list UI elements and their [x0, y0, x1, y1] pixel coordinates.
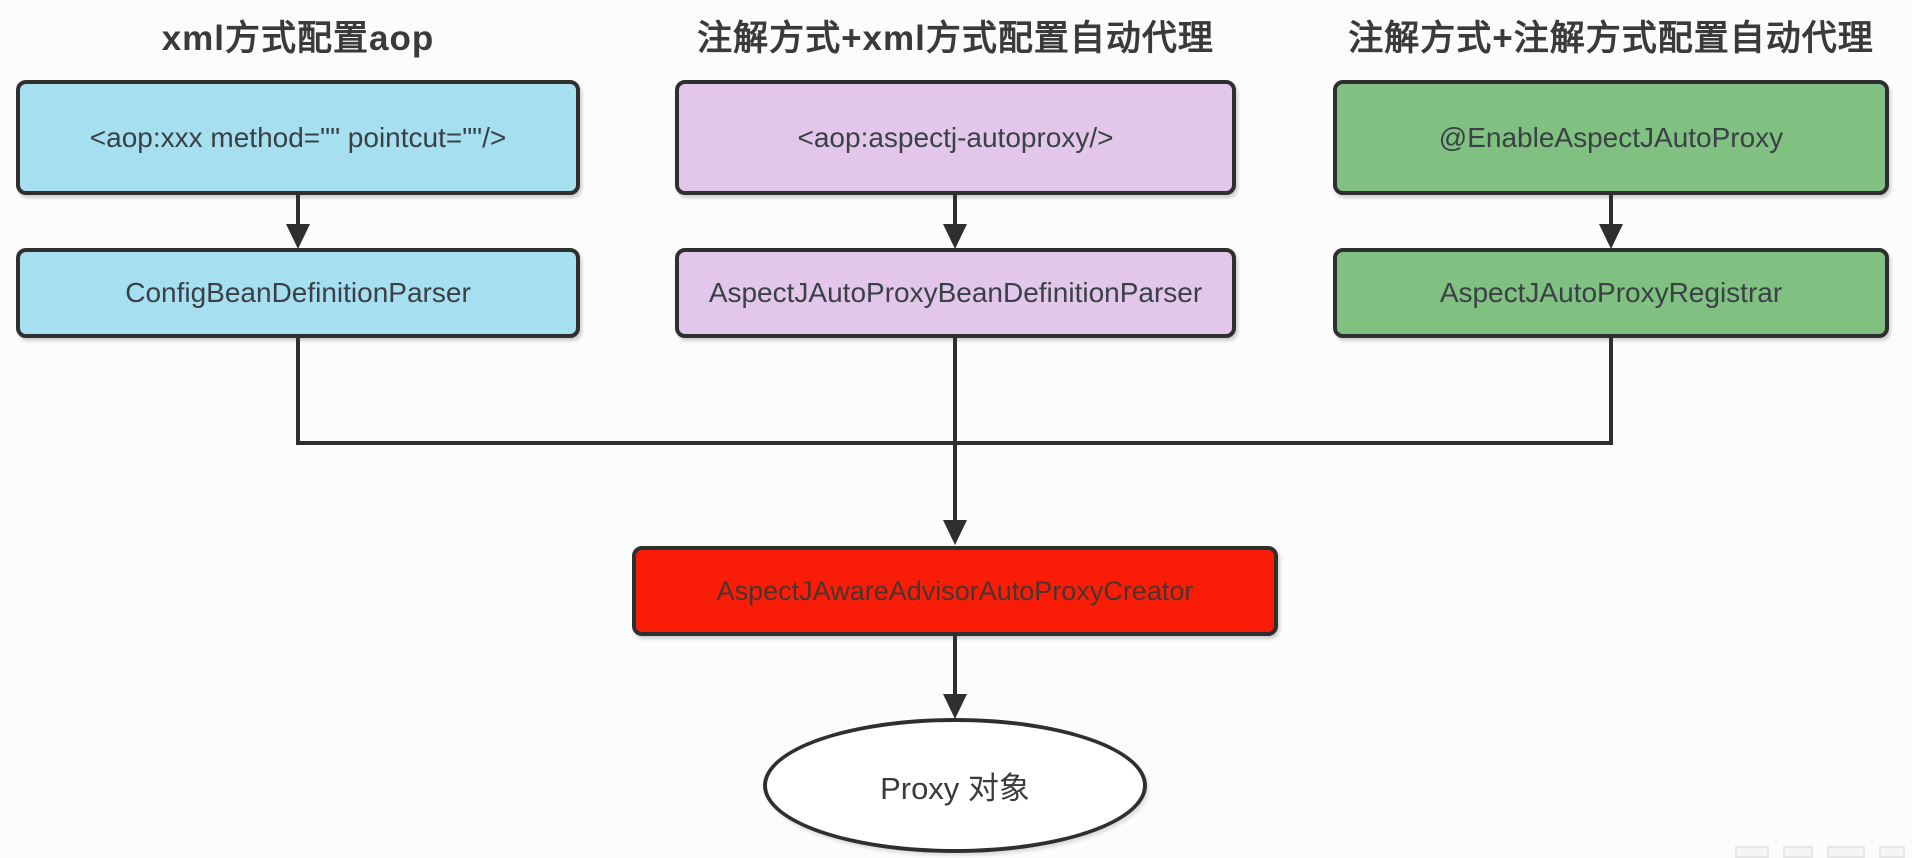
node-aspectj-autoproxy-bean-definition-parser: AspectJAutoProxyBeanDefinitionParser	[675, 248, 1236, 338]
arrow-line	[953, 195, 957, 227]
arrow-head	[943, 694, 967, 719]
arrow-head	[943, 224, 967, 249]
node-aspectj-aware-advisor-auto-proxy-creator: AspectJAwareAdvisorAutoProxyCreator	[632, 546, 1278, 636]
connector-left-drop	[296, 338, 300, 445]
arrow-line	[953, 636, 957, 696]
watermark	[1735, 846, 1912, 858]
node-aspectj-autoproxy-tag: <aop:aspectj-autoproxy/>	[675, 80, 1236, 195]
arrow-line	[296, 195, 300, 227]
arrow-head	[943, 520, 967, 545]
node-proxy-object: Proxy 对象	[763, 718, 1147, 853]
column-title-annotation-xml-config: 注解方式+xml方式配置自动代理	[697, 19, 1214, 58]
arrow-head	[286, 224, 310, 249]
column-title-annotation-annotation-config: 注解方式+注解方式配置自动代理	[1348, 19, 1874, 58]
node-enable-aspectj-autoproxy-annotation: @EnableAspectJAutoProxy	[1333, 80, 1889, 195]
watermark-fragment	[1827, 846, 1865, 858]
node-config-bean-definition-parser: ConfigBeanDefinitionParser	[16, 248, 580, 338]
column-title-xml-config: xml方式配置aop	[161, 19, 435, 58]
node-aspectj-autoproxy-registrar: AspectJAutoProxyRegistrar	[1333, 248, 1889, 338]
connector-right-drop	[1609, 338, 1613, 445]
watermark-fragment	[1879, 846, 1905, 858]
node-aop-xml-tag: <aop:xxx method="" pointcut=""/>	[16, 80, 580, 195]
arrow-line	[1609, 195, 1613, 227]
arrow-head	[1599, 224, 1623, 249]
watermark-fragment	[1783, 846, 1813, 858]
arrow-line	[953, 338, 957, 522]
watermark-fragment	[1735, 846, 1769, 858]
